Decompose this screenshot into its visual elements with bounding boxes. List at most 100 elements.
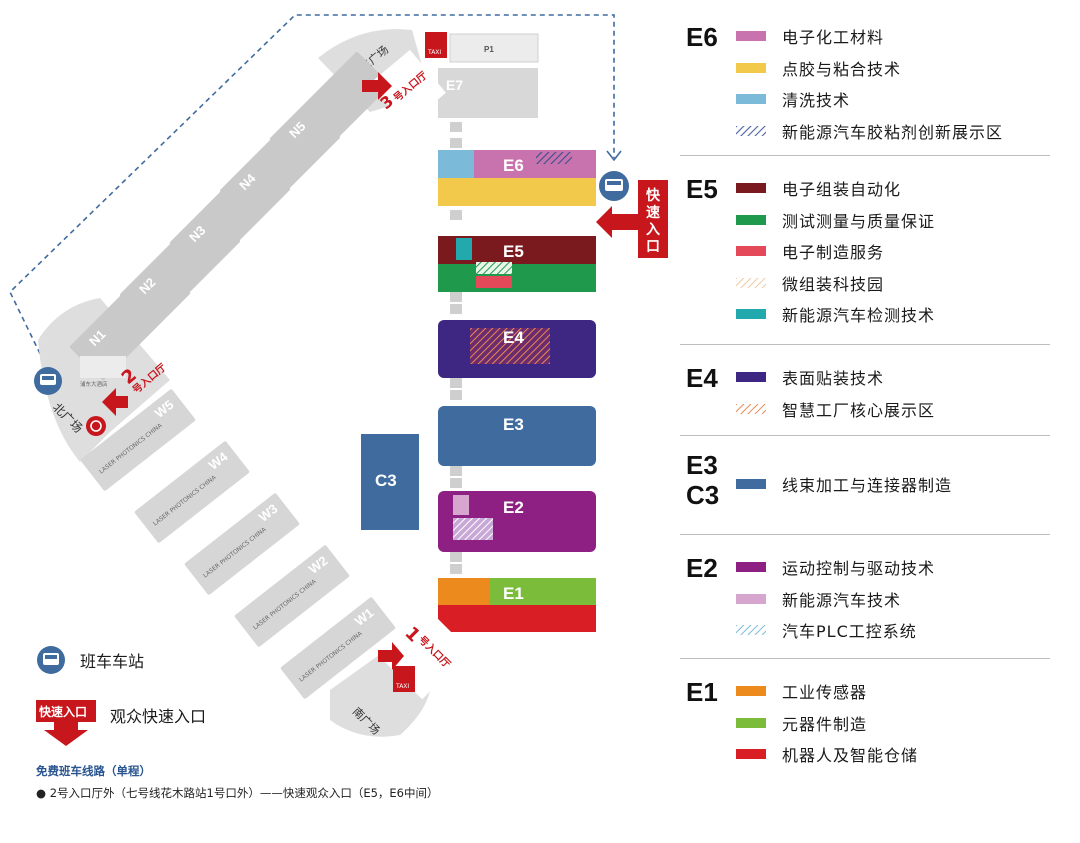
legend-item-label: 点胶与粘合技术: [782, 59, 902, 79]
key-fast-entry: 快速入口 观众快速入口: [36, 700, 206, 746]
bus-station-label: 班车车站: [80, 652, 145, 671]
hall-e3-label: E3: [503, 415, 524, 434]
legend-item: 表面贴装技术: [736, 365, 884, 389]
north-halls: N1 N2 N3 N4 N5: [70, 52, 390, 380]
legend-swatch: [736, 593, 766, 604]
legend-swatch: [736, 372, 766, 382]
legend-swatch: [736, 562, 766, 572]
legend-swatch: [736, 403, 766, 414]
notes-title: 免费班车线路（单程）: [36, 764, 151, 778]
hall-e3: E3: [438, 406, 596, 466]
legend-swatch: [736, 125, 766, 136]
legend-item: 微组装科技园: [736, 271, 884, 295]
hall-p1: [449, 33, 539, 63]
legend-item-label: 机器人及智能仓储: [782, 746, 919, 765]
fast-entry-vertical-label: 快速入口: [646, 187, 661, 255]
legend-swatch: [736, 94, 766, 104]
hall-e1: E1: [438, 578, 596, 632]
legend-item-label: 电子化工材料: [782, 28, 885, 47]
legend-item: 电子组装自动化: [736, 176, 901, 200]
fast-entry-box-label: 快速入口: [39, 705, 88, 719]
legend-hall-label: E4: [686, 363, 718, 393]
taxi-label: TAXI: [427, 49, 441, 56]
legend-item-label: 元器件制造: [782, 714, 868, 734]
legend-item: 线束加工与连接器制造: [736, 472, 952, 496]
legend-item-label: 电子制造服务: [782, 243, 885, 262]
legend-item-label: 表面贴装技术: [782, 369, 885, 388]
legend-hall-label: E6: [686, 22, 718, 52]
hall-e1-label: E1: [503, 584, 524, 603]
legend-item: 运动控制与驱动技术: [736, 555, 935, 579]
legend-item: 工业传感器: [736, 679, 867, 703]
legend-item-label: 汽车PLC工控系统: [782, 622, 917, 641]
legend-item: 新能源汽车检测技术: [736, 302, 935, 326]
legend-swatch: [736, 625, 766, 635]
legend-item: 元器件制造: [736, 711, 867, 735]
shuttle-notes: 免费班车线路（单程） ● 2号入口厅外（七号线花木路站1号口外）——快速观众入口…: [36, 763, 439, 801]
legend-swatch: [736, 31, 766, 41]
legend-swatch: [736, 309, 766, 319]
legend-item: 电子制造服务: [736, 239, 884, 263]
legend-item-label: 新能源汽车技术: [782, 590, 902, 610]
legend-item: 测试测量与质量保证: [736, 208, 935, 232]
fast-entry-label: 观众快速入口: [110, 707, 207, 726]
hall-e4: E4: [438, 320, 596, 378]
hall-c3-label: C3: [375, 471, 397, 490]
hall-e5-label: E5: [503, 242, 524, 261]
hall-connectors: [450, 122, 462, 574]
legend-item-label: 运动控制与驱动技术: [782, 559, 936, 578]
taxi-icon: [425, 32, 447, 58]
shuttle-route-line: [9, 14, 615, 371]
hall-e2-label: E2: [503, 498, 524, 517]
legend-hall-label: E2: [686, 553, 718, 583]
legend-item-label: 线束加工与连接器制造: [782, 476, 953, 495]
legend-swatch: [736, 686, 766, 696]
legend-hall-label: E1: [686, 677, 718, 707]
legend-swatch: [736, 277, 766, 288]
legend-hall-label: E5: [686, 174, 718, 204]
legend-group-e4: E4 表面贴装技术智慧工厂核心展示区: [680, 345, 1050, 436]
entrance-1-arrow-icon: [378, 642, 404, 670]
legend-item-label: 工业传感器: [782, 683, 868, 702]
route-arrow-icon: [606, 150, 622, 162]
legend-group-e2: E2 运动控制与驱动技术新能源汽车技术汽车PLC工控系统: [680, 535, 1050, 659]
hall-p1-label: P1: [484, 45, 494, 54]
entrance-3-arrow-icon: [362, 72, 392, 100]
legend-swatch: [736, 62, 766, 73]
hall-e2: E2: [438, 491, 596, 552]
legend-swatch: [736, 717, 766, 728]
legend-group-e1: E1 工业传感器元器件制造机器人及智能仓储: [680, 659, 1050, 769]
taxi-south-icon: [393, 666, 415, 692]
hall-e6: E6: [438, 150, 596, 206]
legend-swatch: [736, 214, 766, 225]
fast-entry: 快速入口: [596, 171, 668, 258]
legend-item-label: 微组装科技园: [782, 274, 885, 294]
legend-swatch: [736, 749, 766, 759]
key-bus-station: 班车车站: [36, 645, 144, 675]
entrance-2-arrow-icon: [102, 388, 128, 416]
legend-item-label: 智慧工厂核心展示区: [782, 400, 936, 420]
bus-station-icon: [37, 646, 65, 674]
hall-c3: [361, 434, 419, 530]
north-plaza: [38, 298, 170, 462]
legend-item-label: 新能源汽车检测技术: [782, 306, 936, 325]
legend-item: 机器人及智能仓储: [736, 742, 918, 766]
hotel-label: 浦东大酒店: [80, 380, 108, 388]
metro-icon: [86, 416, 106, 436]
fast-entry-key-icon: [36, 700, 96, 746]
legend-item-label: 清洗技术: [782, 91, 851, 110]
fast-entry-arrow-icon: [596, 206, 638, 238]
legend-swatch: [736, 479, 766, 489]
hotel-building-icon: [80, 356, 126, 378]
legend-item: 新能源汽车胶粘剂创新展示区: [736, 119, 1003, 143]
hall-e7: [438, 68, 538, 118]
legend-item-label: 测试测量与质量保证: [782, 211, 936, 231]
legend-item: 智慧工厂核心展示区: [736, 397, 935, 421]
legend-item-label: 电子组装自动化: [782, 180, 902, 199]
legend-group-e5: E5 电子组装自动化测试测量与质量保证电子制造服务微组装科技园新能源汽车检测技术: [680, 156, 1050, 345]
legend-item-label: 新能源汽车胶粘剂创新展示区: [782, 122, 1004, 142]
legend-item: 新能源汽车技术: [736, 587, 901, 611]
legend-swatch: [736, 183, 766, 193]
